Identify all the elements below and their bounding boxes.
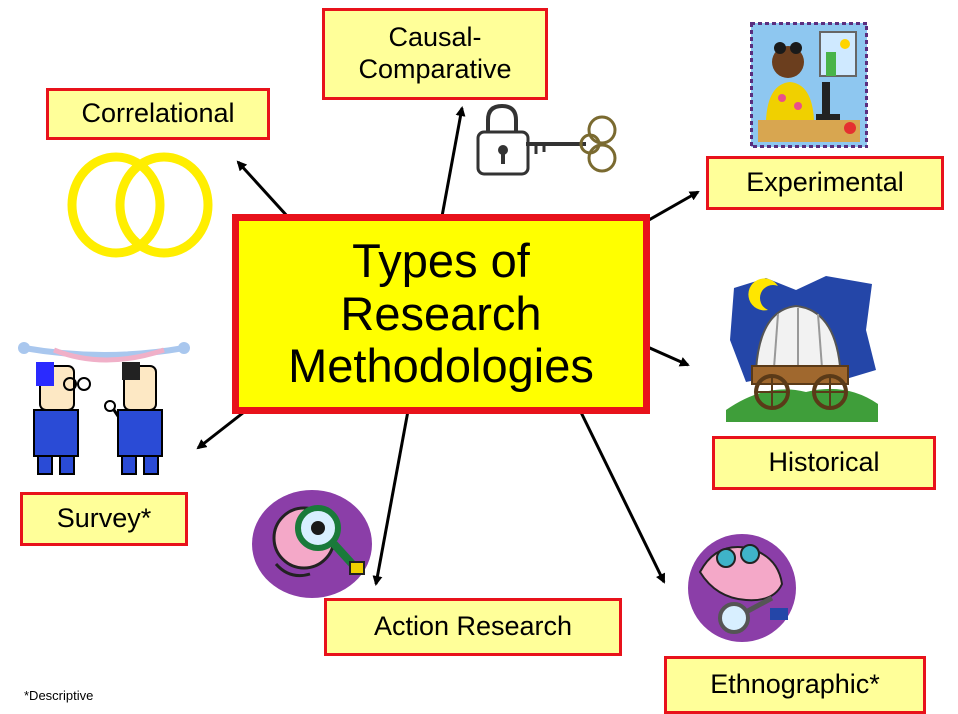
ethnographic-label: Ethnographic* [710, 669, 880, 700]
interview-people-icon [18, 342, 190, 475]
correlational-label: Correlational [81, 98, 235, 129]
causal-comparative-box: Causal- Comparative [322, 8, 548, 100]
magnifier-investigator-icon [252, 490, 372, 598]
covered-wagon-icon [726, 276, 878, 422]
center-title-box: Types of Research Methodologies [232, 214, 650, 414]
scientist-microscope-icon [750, 22, 868, 148]
action-research-box: Action Research [324, 598, 622, 656]
footnote: *Descriptive [24, 688, 94, 703]
lock-and-key-icon [476, 103, 617, 176]
causal-comparative-label: Causal- Comparative [358, 22, 512, 84]
interlocking-rings-icon [67, 152, 213, 258]
experimental-label: Experimental [746, 167, 904, 198]
historical-label: Historical [768, 447, 880, 478]
center-title: Types of Research Methodologies [288, 234, 594, 393]
arrow-to-action-research [372, 399, 412, 586]
arrow-to-ethnographic [572, 397, 666, 584]
correlational-box: Correlational [46, 88, 270, 140]
survey-box: Survey* [20, 492, 188, 546]
survey-label: Survey* [56, 503, 152, 534]
action-research-label: Action Research [373, 611, 573, 642]
experimental-box: Experimental [706, 156, 944, 210]
ethnographic-box: Ethnographic* [664, 656, 926, 714]
observer-magnifier-icon [688, 534, 796, 642]
historical-box: Historical [712, 436, 936, 490]
